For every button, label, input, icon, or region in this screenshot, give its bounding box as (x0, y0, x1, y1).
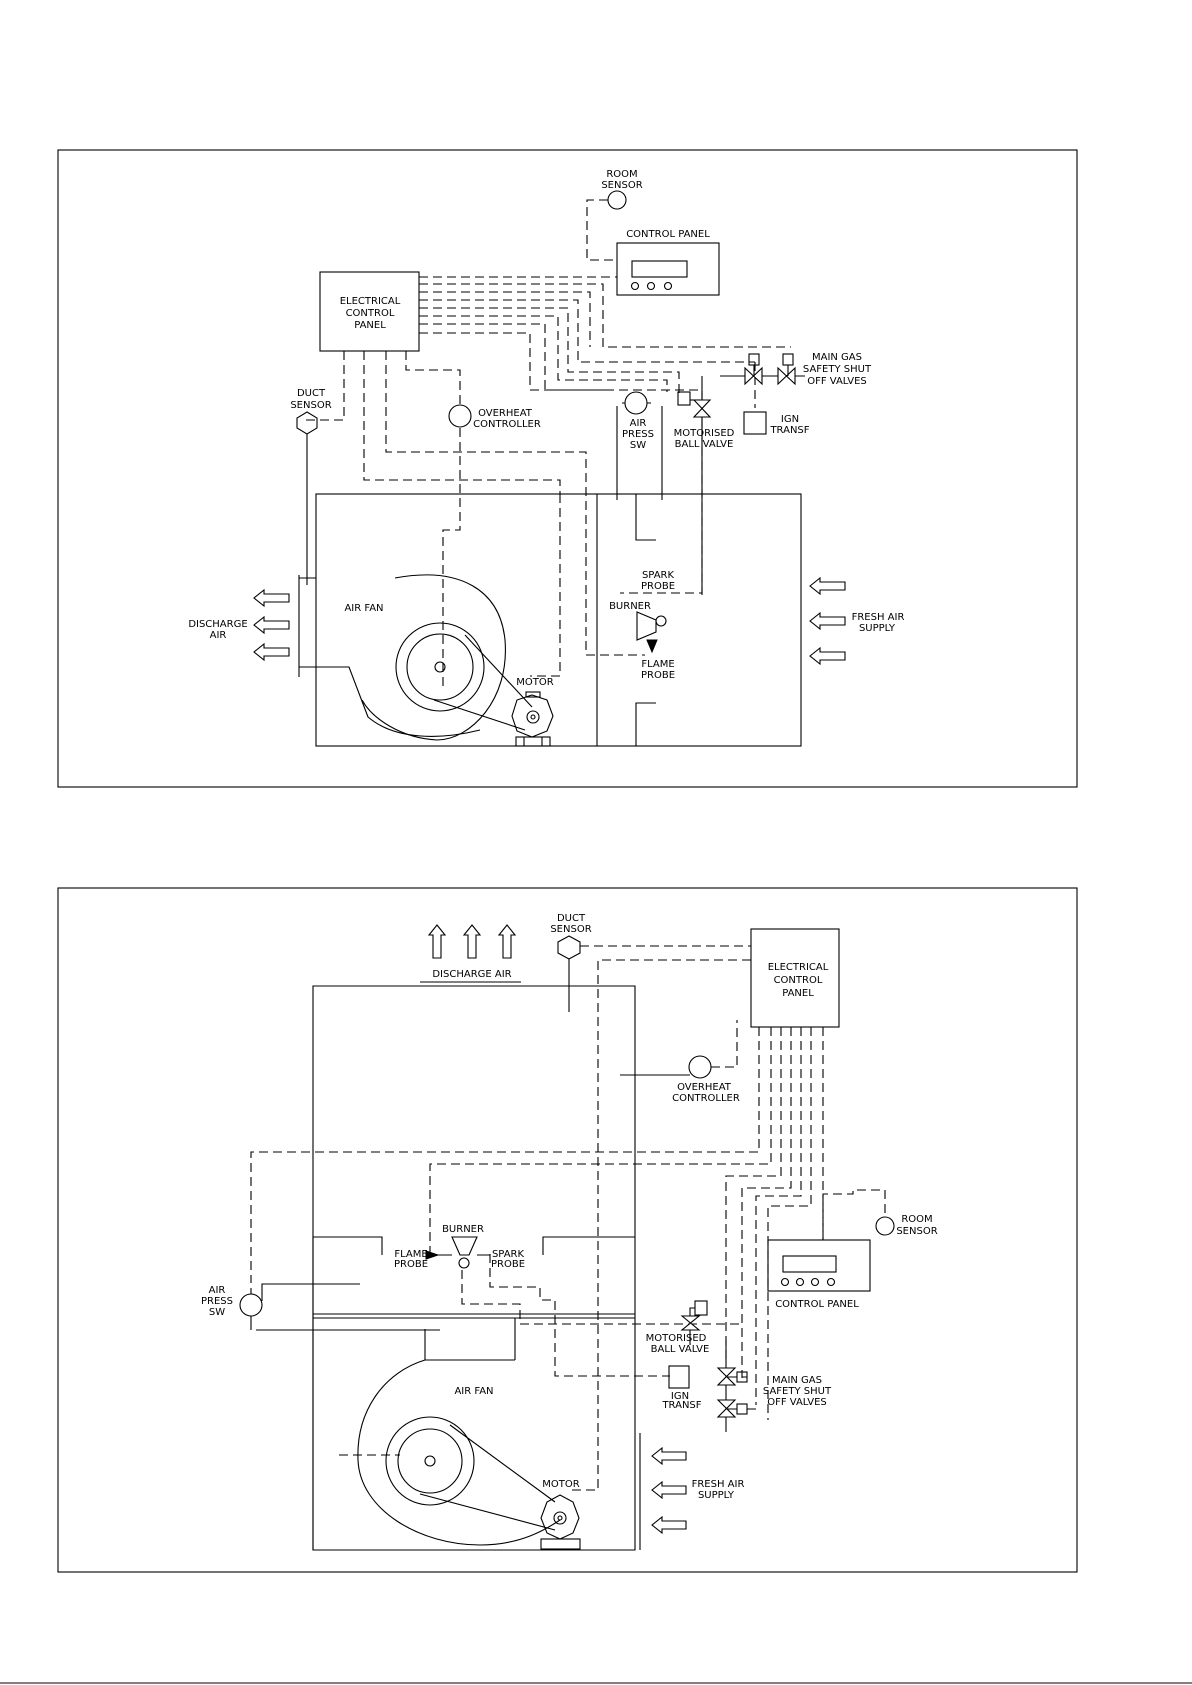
svg-text:BURNER: BURNER (442, 1224, 484, 1235)
svg-text:CONTROL PANEL: CONTROL PANEL (775, 1299, 859, 1310)
air-fan: AIR FAN (344, 574, 533, 741)
svg-text:AIR FAN: AIR FAN (344, 603, 383, 614)
diagram-bottom-frame (57, 887, 1078, 1573)
svg-text:AIR FAN: AIR FAN (454, 1386, 493, 1397)
motor: MOTOR (540, 1479, 581, 1550)
control-panel: CONTROL PANEL (616, 229, 720, 296)
svg-text:CONTROL PANEL: CONTROL PANEL (626, 229, 710, 240)
svg-text:BURNER: BURNER (609, 601, 651, 612)
svg-text:MOTOR: MOTOR (516, 677, 553, 688)
heater-casing (298, 493, 802, 747)
discharge-air-arrows: DISCHARGE AIR (420, 924, 521, 983)
control-wiring (250, 959, 886, 1491)
diagram-top-frame (57, 149, 1078, 788)
motor: MOTOR (511, 677, 554, 747)
svg-text:DISCHARGE AIR: DISCHARGE AIR (432, 969, 511, 980)
air-fan: AIR FAN (339, 1318, 561, 1546)
control-wiring (306, 276, 791, 690)
svg-text:MOTOR: MOTOR (542, 1479, 579, 1490)
control-panel: CONTROL PANEL (767, 1239, 871, 1310)
heater-casing (312, 985, 690, 1551)
